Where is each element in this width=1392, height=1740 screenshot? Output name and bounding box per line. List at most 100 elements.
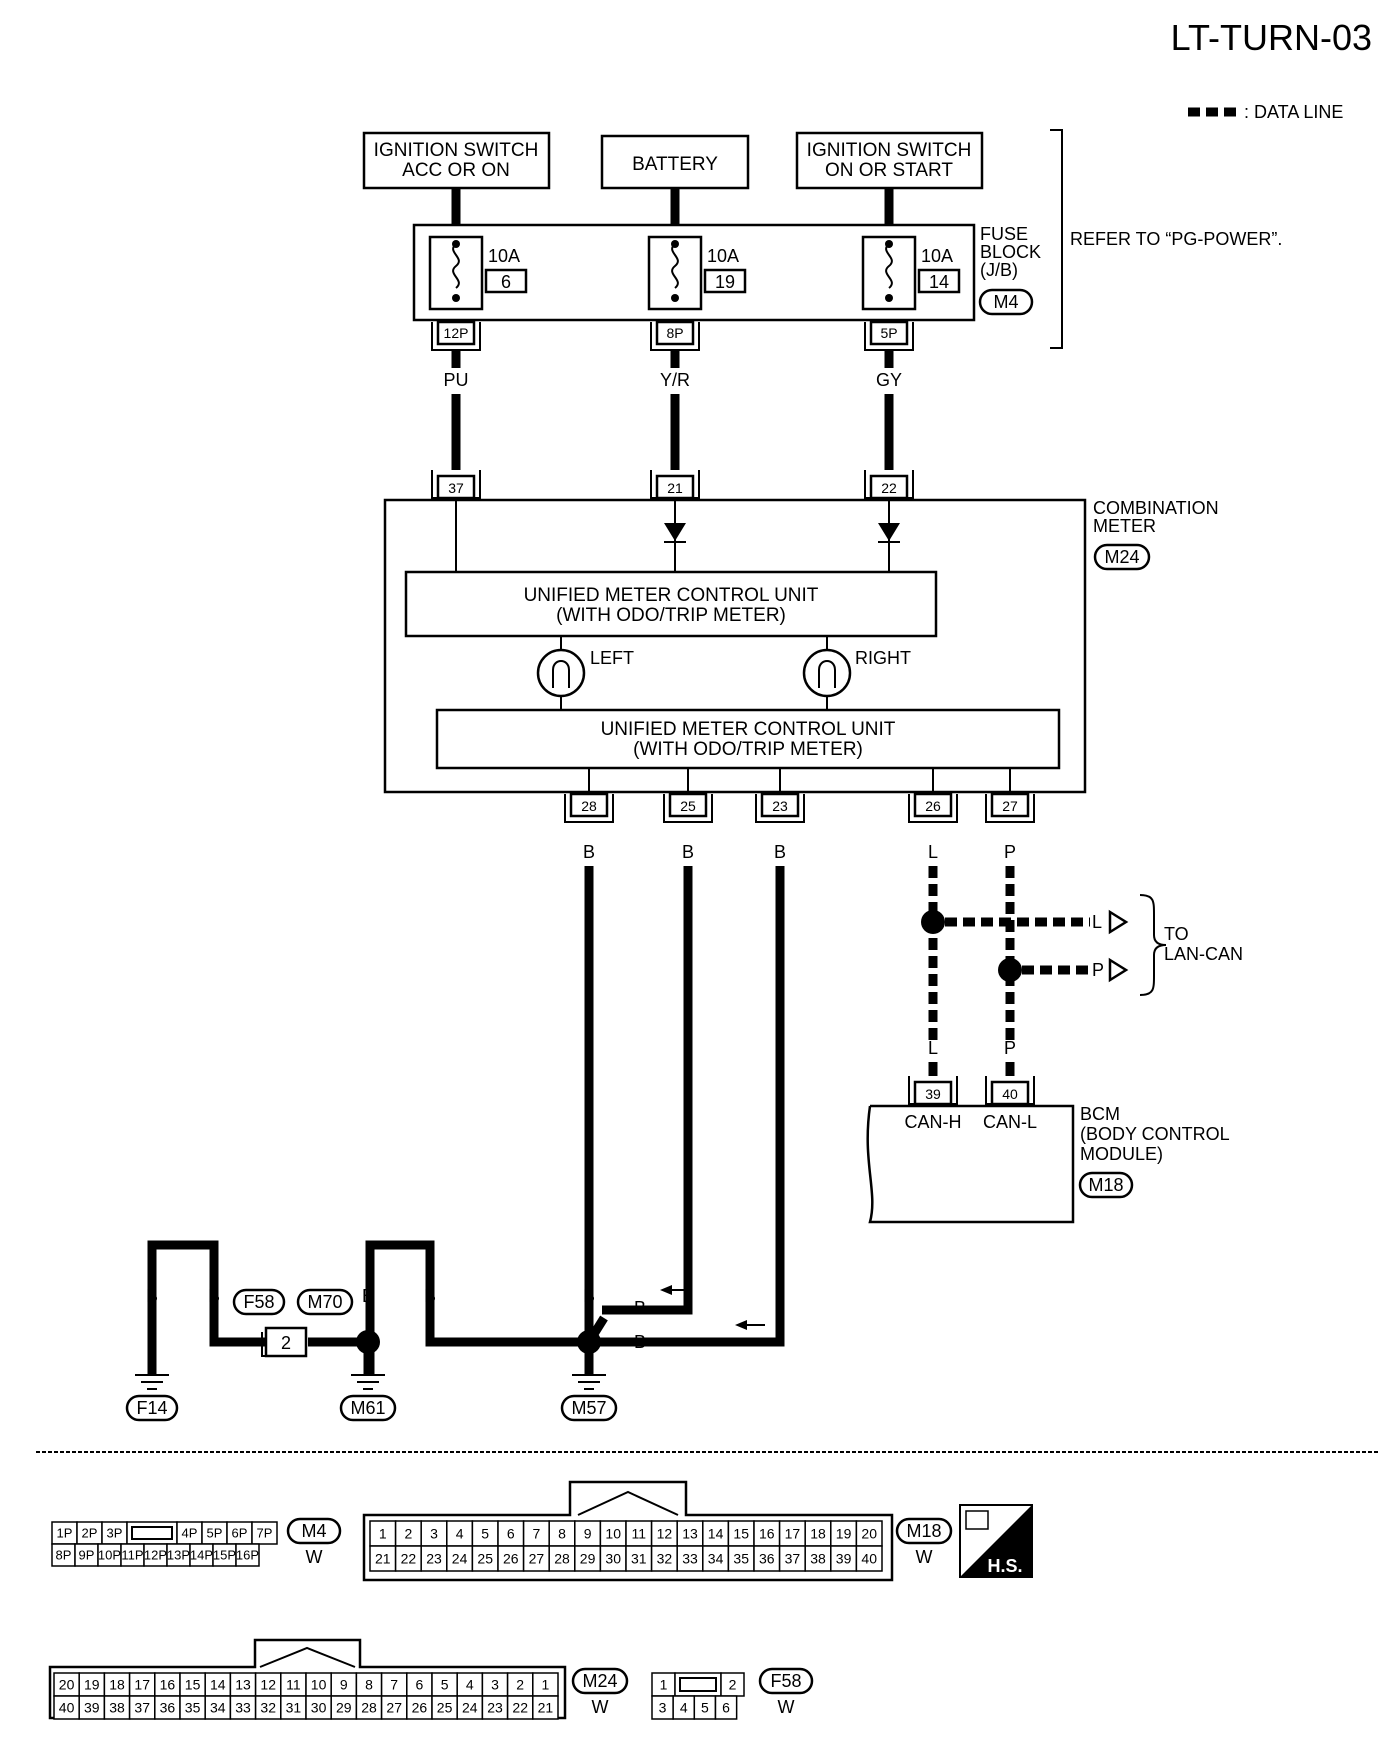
conn-m4-r2-0-label: 8P	[56, 1548, 72, 1563]
conn-m24-r1-4-label: 16	[160, 1677, 176, 1693]
conn-m18-r2-17-cell	[804, 1545, 832, 1572]
wire-color-25: B	[682, 842, 694, 862]
diode-22-icon	[878, 523, 900, 541]
bcm-connector-id: M18	[1088, 1175, 1123, 1195]
conn-m18-r2-13-cell	[702, 1545, 730, 1572]
lan-can-p-label: P	[1092, 960, 1104, 980]
bcm-pin-40-label: 40	[1002, 1086, 1018, 1102]
conn-m18-r2-9-label: 30	[605, 1551, 621, 1567]
diode-21-icon	[664, 523, 686, 541]
ignition-acc-label-line2: ACC OR ON	[402, 160, 510, 181]
conn-m24-r2-5-label: 35	[185, 1700, 201, 1716]
conn-m4-r1-0-label: 1P	[57, 1526, 73, 1541]
left-turn-lamp-icon	[536, 648, 586, 698]
ground-wire-f14: B	[146, 1286, 158, 1306]
conn-m4-r1-7-label: 7P	[257, 1526, 273, 1541]
ground-circuit: B B B B B B B 2 F58 M70	[125, 1240, 765, 1422]
conn-m18-r2-13-label: 34	[708, 1551, 724, 1567]
connector-m18-id: M18	[906, 1521, 941, 1541]
meter-pin-21-label: 21	[667, 480, 683, 496]
fuse-6-amp: 10A	[488, 246, 520, 266]
conn-m4-r1-4-label: 4P	[182, 1526, 198, 1541]
conn-m24-r1-2-label: 18	[109, 1677, 125, 1693]
conn-f58-r1-0-label: 1	[660, 1677, 668, 1693]
conn-m24-r2-4-label: 36	[160, 1700, 176, 1716]
conn-m4-r2-7-label: 15P	[213, 1548, 236, 1563]
conn-m24-r1-0-label: 20	[59, 1677, 75, 1693]
conn-m24-r2-2-label: 38	[109, 1700, 125, 1716]
battery-label: BATTERY	[632, 154, 718, 175]
connector-f58-color: W	[778, 1697, 795, 1717]
connector-m4-color: W	[306, 1547, 323, 1567]
lan-can-text-line2: LAN-CAN	[1164, 944, 1243, 964]
hs-badge-label: H.S.	[987, 1556, 1022, 1576]
conn-m18-r1-16-cell	[778, 1520, 806, 1547]
conn-m24-r1-16-label: 4	[466, 1677, 474, 1693]
conn-m18-r1-3-cell	[446, 1520, 474, 1547]
conn-m24-r1-18-label: 2	[516, 1677, 524, 1693]
conn-f58-r2-1-label: 4	[680, 1700, 688, 1716]
conn-m24-r1-11-label: 9	[340, 1677, 348, 1693]
conn-f58-r2-3-cell	[714, 1695, 738, 1720]
fuse-block: 10A 6 10A 19 10A 14	[412, 223, 976, 322]
fuse-19-amp: 10A	[707, 246, 739, 266]
conn-m18-r2-1-cell	[394, 1545, 422, 1572]
conn-m24-r1-1-label: 19	[84, 1677, 100, 1693]
wire-color-bcm-39: L	[928, 1038, 938, 1058]
conn-m4-r2-3-label: 11P	[121, 1548, 143, 1563]
meter-pin-27: 27	[985, 792, 1035, 823]
conn-m24-r2-12-label: 28	[361, 1700, 377, 1716]
wire-color-26: L	[928, 842, 938, 862]
conn-m18-r1-15-cell	[753, 1520, 781, 1547]
bcm-can-l-label: CAN-L	[983, 1112, 1037, 1132]
conn-m24-r2-13-label: 27	[386, 1700, 402, 1716]
ground-f14-icon	[135, 1374, 169, 1390]
connector-m18-tag: M18 W	[895, 1517, 953, 1567]
conn-f58-r2-2-label: 5	[701, 1700, 709, 1716]
meter-pin-21: 21	[650, 470, 700, 500]
conn-m18-r2-7-label: 28	[554, 1551, 570, 1567]
conn-m4-r2-1-label: 9P	[79, 1548, 95, 1563]
conn-m24-r1-7-label: 13	[235, 1677, 251, 1693]
fuse-14-amp: 10A	[921, 246, 953, 266]
conn-m18-r2-16-cell	[778, 1545, 806, 1572]
conn-m18-r1-4-label: 5	[481, 1526, 489, 1542]
ignition-on-box: IGNITION SWITCH ON OR START	[795, 131, 984, 190]
f58-tag-label: F58	[243, 1292, 274, 1312]
wire-color-yr: Y/R	[660, 370, 690, 390]
conn-m18-r2-12-label: 33	[682, 1551, 698, 1567]
conn-m18-r2-3-cell	[446, 1545, 474, 1572]
conn-m18-r1-8-label: 9	[584, 1526, 592, 1542]
right-turn-lamp-icon	[802, 648, 852, 698]
ground-m57-label: M57	[571, 1398, 606, 1418]
meter-pin-25-label: 25	[680, 798, 696, 814]
conn-f58-r2-3-label: 6	[722, 1700, 730, 1716]
conn-m18-r1-14-label: 15	[733, 1526, 749, 1542]
conn-m4-r2-6-label: 14P	[190, 1548, 213, 1563]
meter-pin-26-label: 26	[925, 798, 941, 814]
conn-m18-r1-12-label: 13	[682, 1526, 698, 1542]
conn-m18-r1-18-label: 19	[836, 1526, 852, 1542]
fuse-19-number: 19	[715, 272, 735, 292]
conn-m18-r2-8-label: 29	[580, 1551, 596, 1567]
bcm-pin-39-label: 39	[925, 1086, 941, 1102]
conn-m18-r1-2-cell	[420, 1520, 448, 1547]
conn-m24-r2-17-label: 23	[487, 1700, 503, 1716]
connector-m24-tag: M24 W	[571, 1667, 629, 1717]
connector-m4-tag: M4 W	[286, 1517, 342, 1567]
conn-m18-r1-5-label: 6	[507, 1526, 515, 1542]
meter-pin-22: 22	[864, 470, 914, 500]
connector-m18-color: W	[916, 1547, 933, 1567]
conn-m18-r1-13-label: 14	[708, 1526, 724, 1542]
conn-m18-r2-10-label: 31	[631, 1551, 647, 1567]
bcm-name-line3: MODULE)	[1080, 1144, 1163, 1164]
conn-m24-r2-8-label: 32	[260, 1700, 276, 1716]
conn-m18-r1-16-label: 17	[785, 1526, 801, 1542]
wire-color-27: P	[1004, 842, 1016, 862]
flow-arrow-25-icon	[660, 1285, 672, 1295]
meter-pin-23: 23	[755, 792, 805, 823]
conn-m24-r1-3-label: 17	[134, 1677, 150, 1693]
